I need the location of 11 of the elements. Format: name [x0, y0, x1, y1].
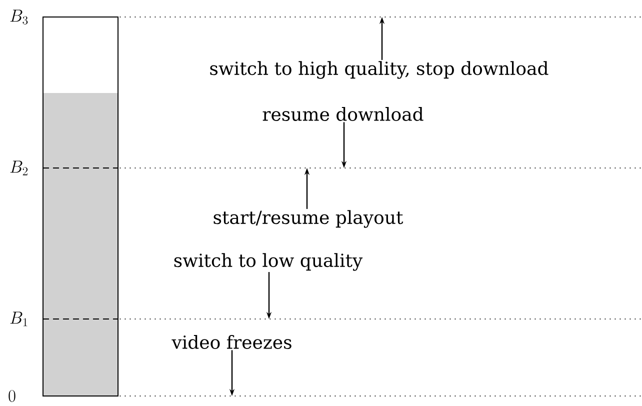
event-label: resume download: [262, 107, 424, 121]
level-label: $B_2$: [10, 160, 28, 176]
level-label: $B_3$: [10, 10, 28, 24]
level-label: $B_1$: [10, 312, 28, 326]
event-label: start/resume playout: [214, 210, 404, 228]
event-label: video freezes: [172, 335, 292, 349]
level-label: $0$: [8, 390, 16, 402]
threshold-line: [119, 16, 642, 18]
event-label: switch to low quality: [174, 253, 363, 271]
threshold-line: [119, 318, 642, 320]
event-label: switch to high quality, stop download: [210, 61, 548, 79]
